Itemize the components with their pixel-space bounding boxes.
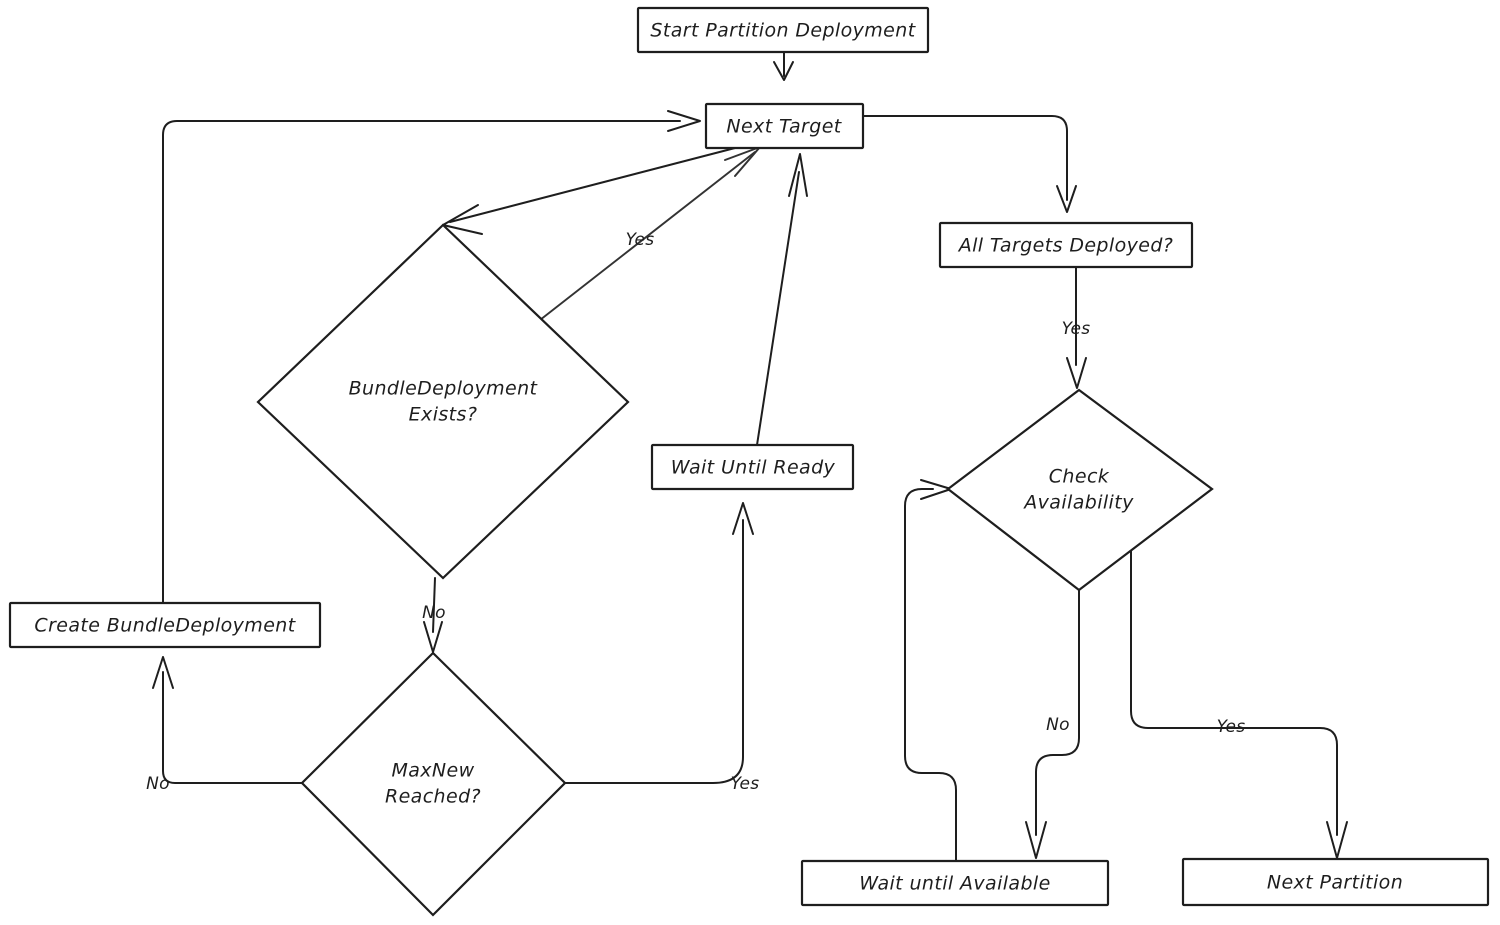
edge-start-to-next-target [773, 51, 794, 81]
edge-create-bd-to-next-target [162, 110, 701, 604]
node-start-partition-deployment[interactable]: Start Partition Deployment [636, 6, 930, 54]
node-label-maxnew-reached-line1: MaxNew [391, 760, 474, 782]
edge-label-check-avail-no: No [1046, 715, 1070, 735]
edge-maxnew-no-to-create-bd [152, 656, 303, 784]
edge-wait-avail-to-check-avail [904, 479, 957, 862]
node-maxnew-reached[interactable]: MaxNew Reached? [300, 651, 567, 917]
node-next-target[interactable]: Next Target [704, 102, 865, 150]
node-label-check-availability-line2: Availability [1022, 492, 1134, 514]
node-wait-until-ready[interactable]: Wait Until Ready [650, 443, 855, 491]
node-wait-until-available[interactable]: Wait until Available [800, 859, 1110, 907]
edge-label-check-avail-yes: Yes [1217, 717, 1246, 737]
edge-maxnew-yes-to-wait-ready [564, 502, 754, 784]
edge-check-avail-yes-to-next-part [1130, 544, 1348, 859]
edge-label-bd-exists-yes: Yes [626, 230, 655, 250]
node-label-bundledeployment-exists-line2: Exists? [409, 404, 478, 426]
edge-label-all-deployed-yes: Yes [1062, 319, 1091, 339]
edge-next-target-to-bd-exists [442, 147, 736, 235]
node-label-create-bundledeployment: Create BundleDeployment [34, 615, 296, 637]
node-check-availability[interactable]: Check Availability [946, 388, 1214, 592]
node-label-check-availability-line1: Check [1049, 466, 1110, 488]
node-label-all-targets-deployed: All Targets Deployed? [957, 235, 1174, 257]
node-label-next-target: Next Target [726, 116, 842, 138]
edge-wait-ready-to-next-target [756, 153, 808, 446]
edge-check-avail-no-to-wait-avail [1025, 589, 1080, 859]
node-all-targets-deployed[interactable]: All Targets Deployed? [938, 221, 1194, 269]
node-bundledeployment-exists[interactable]: BundleDeployment Exists? [256, 223, 630, 580]
node-label-start-partition-deployment: Start Partition Deployment [650, 20, 916, 42]
node-label-maxnew-reached-line2: Reached? [385, 786, 481, 808]
edge-all-deployed-yes-to-check-avail [1066, 267, 1087, 389]
node-label-wait-until-ready: Wait Until Ready [671, 457, 836, 479]
node-label-next-partition: Next Partition [1267, 872, 1403, 894]
node-next-partition[interactable]: Next Partition [1181, 857, 1490, 907]
edge-label-maxnew-yes: Yes [731, 774, 760, 794]
edge-next-target-to-all-deployed [863, 115, 1077, 213]
node-create-bundledeployment[interactable]: Create BundleDeployment [8, 601, 322, 649]
edge-label-bd-exists-no: No [422, 603, 446, 623]
node-label-wait-until-available: Wait until Available [859, 873, 1050, 895]
node-label-bundledeployment-exists-line1: BundleDeployment [349, 378, 539, 400]
edge-label-maxnew-no: No [146, 774, 170, 794]
